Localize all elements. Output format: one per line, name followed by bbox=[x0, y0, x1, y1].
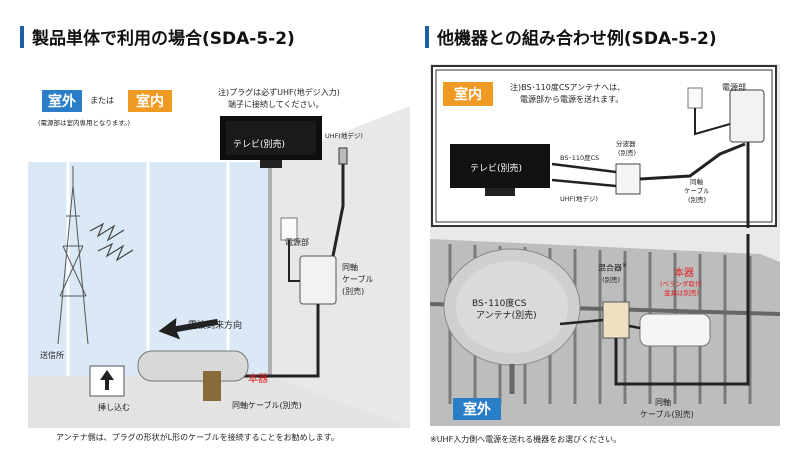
coax-label-3: (別売) bbox=[342, 286, 364, 297]
coax-bottom-left: 同軸ケーブル(別売) bbox=[232, 400, 302, 411]
insert-label: 挿し込む bbox=[98, 402, 130, 413]
device-sub-2: 金具は別売) bbox=[664, 287, 699, 297]
plug-note-2: 端子に接続してください。 bbox=[228, 99, 324, 110]
splitter bbox=[616, 164, 640, 194]
splitter-label-2: (別売) bbox=[618, 147, 636, 157]
plug-note-1: 注)プラグは必ずUHF(地デジ入力) bbox=[218, 87, 340, 98]
coax-bottom-right-1: 同軸 bbox=[655, 397, 671, 408]
transmitter-label: 送信所 bbox=[40, 350, 64, 361]
left-diagram bbox=[28, 76, 410, 428]
mixer-mark: ※ bbox=[622, 262, 627, 269]
tag-outdoor-right: 室外 bbox=[453, 398, 501, 420]
device-label-left: 本器 bbox=[248, 370, 268, 385]
bs-cs-label: BS･110度CS bbox=[560, 152, 599, 162]
device-right bbox=[640, 314, 710, 346]
power-unit-left bbox=[300, 256, 336, 304]
right-diagram bbox=[430, 64, 780, 426]
right-footnote: ※UHF入力側へ電源を送れる機器をお選びください。 bbox=[430, 434, 621, 445]
tag-indoor-left: 室内 bbox=[128, 90, 172, 112]
title-bar bbox=[20, 26, 24, 48]
uhf-label-right: UHF(地デジ) bbox=[560, 193, 598, 203]
dish-label-2: アンテナ(別売) bbox=[476, 308, 537, 321]
coax-right-3: (別売) bbox=[688, 194, 706, 204]
mixer-label-1: 混合器※ bbox=[598, 262, 627, 274]
left-title-text: 製品単体で利用の場合(SDA-5-2) bbox=[32, 24, 295, 49]
left-title: 製品単体で利用の場合(SDA-5-2) bbox=[20, 24, 295, 49]
uhf-label-left: UHF(地デジ) bbox=[325, 130, 363, 140]
mixer-text: 混合器 bbox=[598, 264, 622, 273]
power-unit-label-left: 電源部 bbox=[285, 237, 309, 248]
outlet-right bbox=[688, 88, 702, 108]
power-unit-label-right: 電源部 bbox=[722, 82, 746, 93]
coax-label-2: ケーブル bbox=[342, 274, 374, 285]
mixer-label-2: (別売) bbox=[602, 274, 620, 284]
tag-or: または bbox=[90, 95, 114, 106]
wave-direction: 電波到来方向 bbox=[188, 318, 242, 331]
device-label-right: 本器 bbox=[674, 264, 694, 279]
tag-outdoor-left: 室外 bbox=[42, 90, 82, 112]
right-note-1: 注)BS･110度CSアンテナへは、 bbox=[510, 82, 625, 93]
coax-label-1: 同軸 bbox=[342, 262, 358, 273]
mixer bbox=[603, 302, 629, 338]
left-footnote: アンテナ側は、プラグの形状がL形のケーブルを接続することをお勧めします。 bbox=[56, 432, 339, 443]
power-unit-right bbox=[730, 90, 764, 142]
tv-label-left: テレビ(別売) bbox=[233, 137, 285, 150]
right-title: 他機器との組み合わせ例(SDA-5-2) bbox=[425, 24, 717, 49]
power-note: (電源部は室内専用となります。) bbox=[38, 117, 130, 127]
right-note-2: 電源部から電源を送れます。 bbox=[520, 94, 623, 105]
coax-bottom-right-2: ケーブル(別売) bbox=[640, 409, 694, 420]
title-bar bbox=[425, 26, 429, 48]
tag-indoor-right: 室内 bbox=[443, 82, 493, 106]
tv-label-right: テレビ(別売) bbox=[470, 161, 522, 174]
right-title-text: 他機器との組み合わせ例(SDA-5-2) bbox=[437, 24, 717, 49]
